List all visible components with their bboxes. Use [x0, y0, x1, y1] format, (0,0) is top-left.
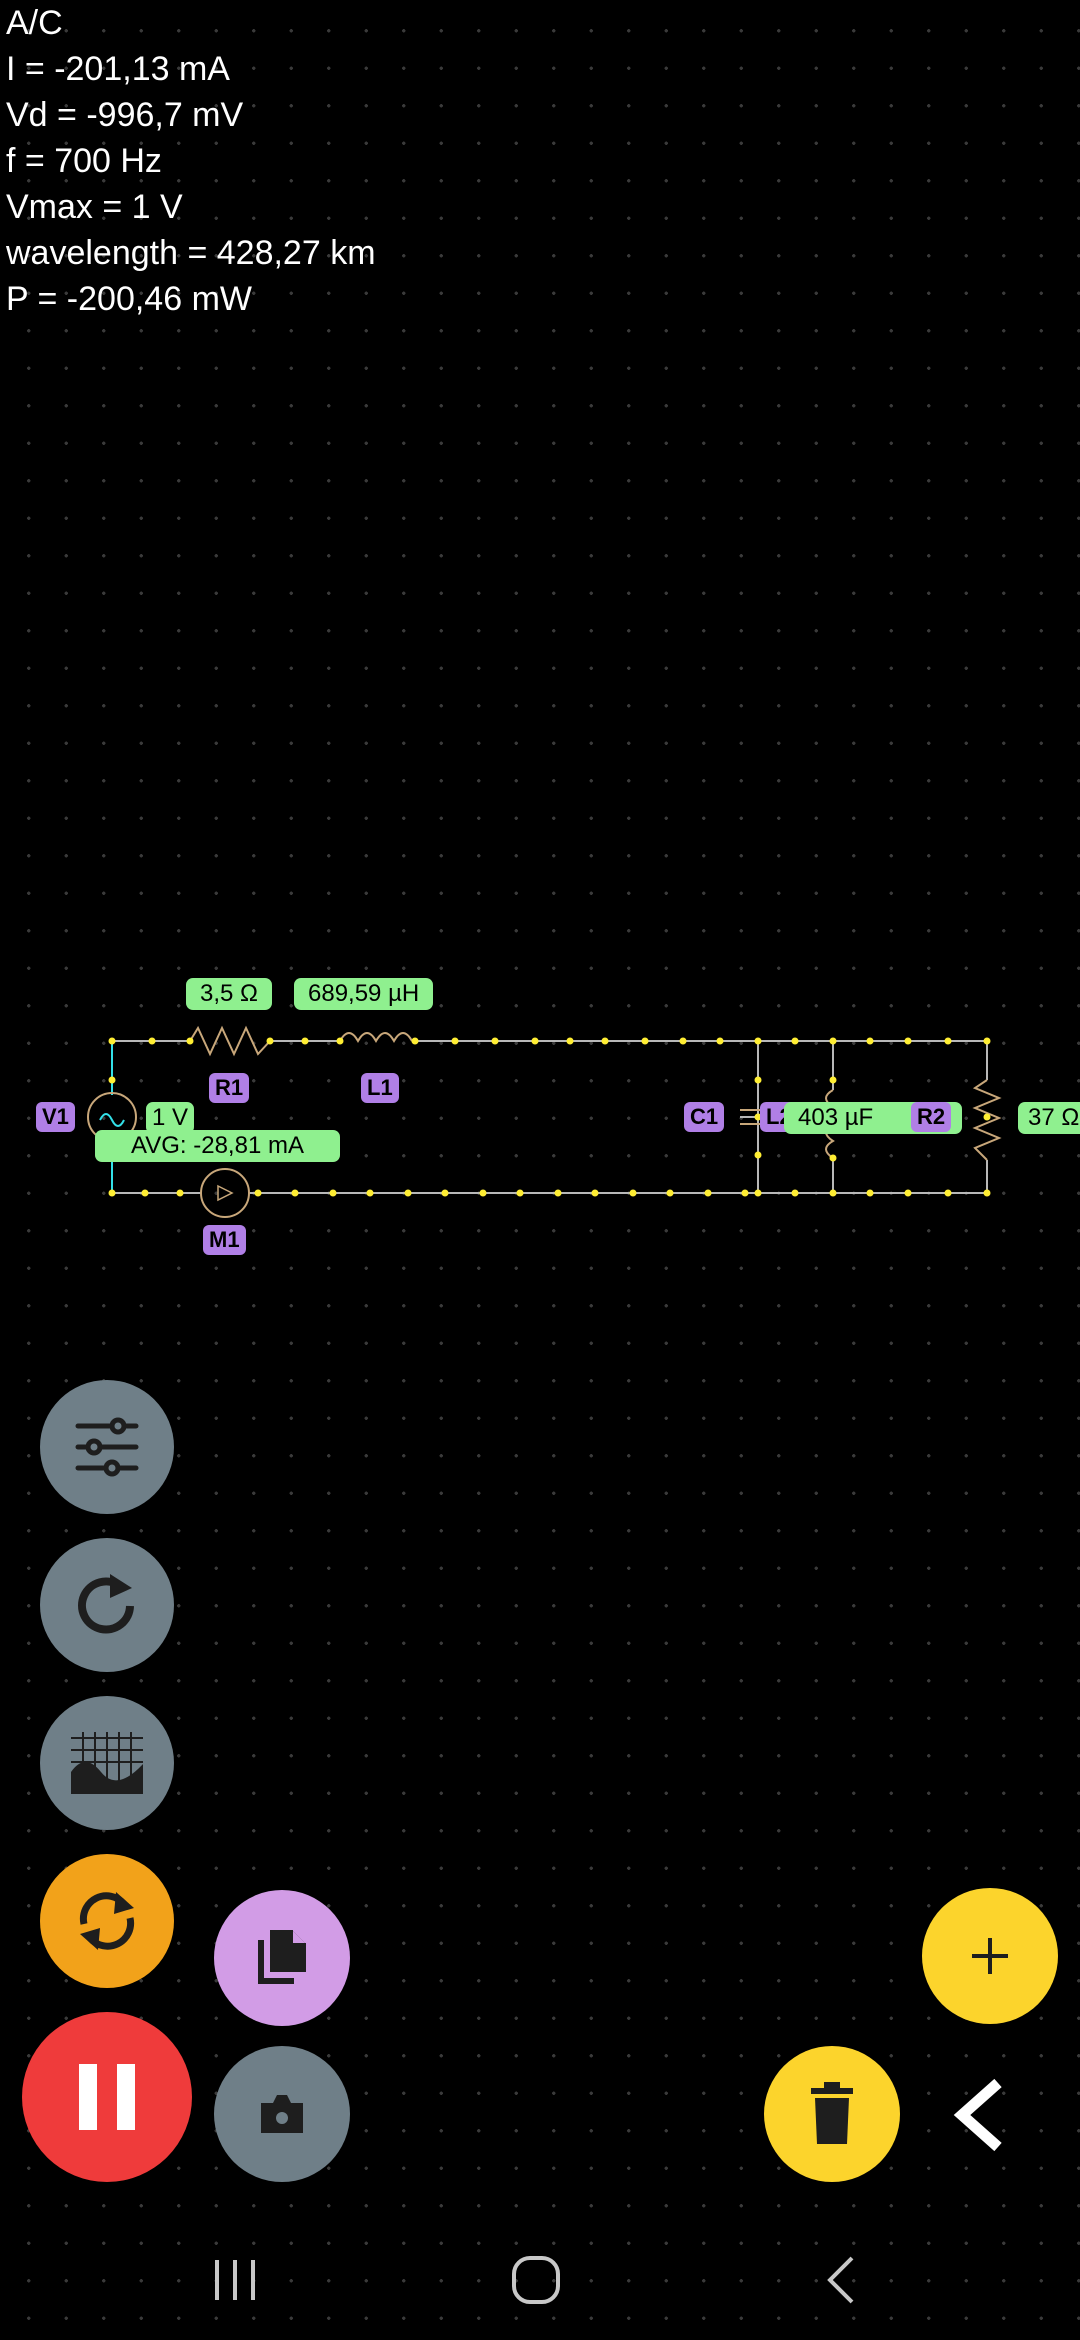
system-navigation-bar: [0, 2220, 1080, 2340]
vmax-readout: Vmax = 1 V: [6, 188, 183, 226]
resistor-r1-symbol[interactable]: [189, 1025, 271, 1057]
r1-name-tag[interactable]: R1: [209, 1073, 250, 1103]
back-button[interactable]: [780, 2220, 900, 2340]
back-icon: [827, 2256, 854, 2304]
m1-name-tag[interactable]: M1: [203, 1225, 246, 1255]
voltage-drop-readout: Vd = -996,7 mV: [6, 96, 244, 134]
circuit-schematic[interactable]: [0, 960, 1080, 1280]
frequency-readout: f = 700 Hz: [6, 142, 162, 180]
home-button[interactable]: [476, 2220, 596, 2340]
ammeter-m1-symbol[interactable]: [200, 1168, 250, 1218]
refresh-icon: [79, 1892, 135, 1950]
pause-button[interactable]: [22, 2012, 192, 2182]
collapse-button[interactable]: [928, 2060, 1028, 2170]
delete-button[interactable]: [764, 2046, 900, 2182]
refresh-button[interactable]: [40, 1854, 174, 1988]
home-icon: [512, 2256, 560, 2304]
resistor-r2-symbol[interactable]: [972, 1079, 1002, 1161]
recents-button[interactable]: [175, 2220, 295, 2340]
r2-value-tag[interactable]: 37 Ω: [1018, 1102, 1080, 1134]
c1-name-tag[interactable]: C1: [684, 1102, 725, 1132]
v1-name-tag[interactable]: V1: [36, 1102, 75, 1132]
graph-button[interactable]: [40, 1696, 174, 1830]
rotate-icon: [78, 1574, 134, 1634]
power-readout: P = -200,46 mW: [6, 280, 252, 318]
r1-value-tag[interactable]: 3,5 Ω: [186, 978, 272, 1010]
settings-button[interactable]: [40, 1380, 174, 1514]
recents-icon: [215, 2260, 255, 2300]
inductor-l1-symbol[interactable]: [339, 1032, 413, 1044]
m1-value-tag[interactable]: AVG: -28,81 mA: [95, 1130, 340, 1162]
l1-value-tag[interactable]: 689,59 µH: [294, 978, 434, 1010]
add-component-button[interactable]: [922, 1888, 1058, 2024]
plus-icon: [972, 1938, 1008, 1974]
rotate-button[interactable]: [40, 1538, 174, 1672]
camera-button[interactable]: [214, 2046, 350, 2182]
mode-label: A/C: [6, 4, 63, 42]
trash-icon: [811, 2082, 853, 2144]
l1-name-tag[interactable]: L1: [361, 1073, 399, 1103]
r2-name-tag[interactable]: R2: [911, 1102, 952, 1132]
current-readout: I = -201,13 mA: [6, 50, 230, 88]
measurement-readout: A/C I = -201,13 mA Vd = -996,7 mV f = 70…: [6, 0, 376, 322]
capacitor-c1-symbol[interactable]: [740, 1109, 760, 1125]
wavelength-readout: wavelength = 428,27 km: [6, 234, 376, 272]
copy-button[interactable]: [214, 1890, 350, 2026]
v1-value-tag[interactable]: 1 V: [146, 1102, 195, 1134]
circuit-canvas[interactable]: 3,5 Ω 689,59 µH R1 L1 V1 1 V AVG: -28,81…: [0, 960, 1080, 1280]
chevron-left-icon: [953, 2078, 1002, 2152]
camera-icon: [261, 2095, 303, 2133]
sliders-icon: [75, 1417, 139, 1477]
graph-icon: [71, 1732, 143, 1794]
pause-icon: [79, 2064, 135, 2130]
copy-icon: [258, 1930, 306, 1984]
